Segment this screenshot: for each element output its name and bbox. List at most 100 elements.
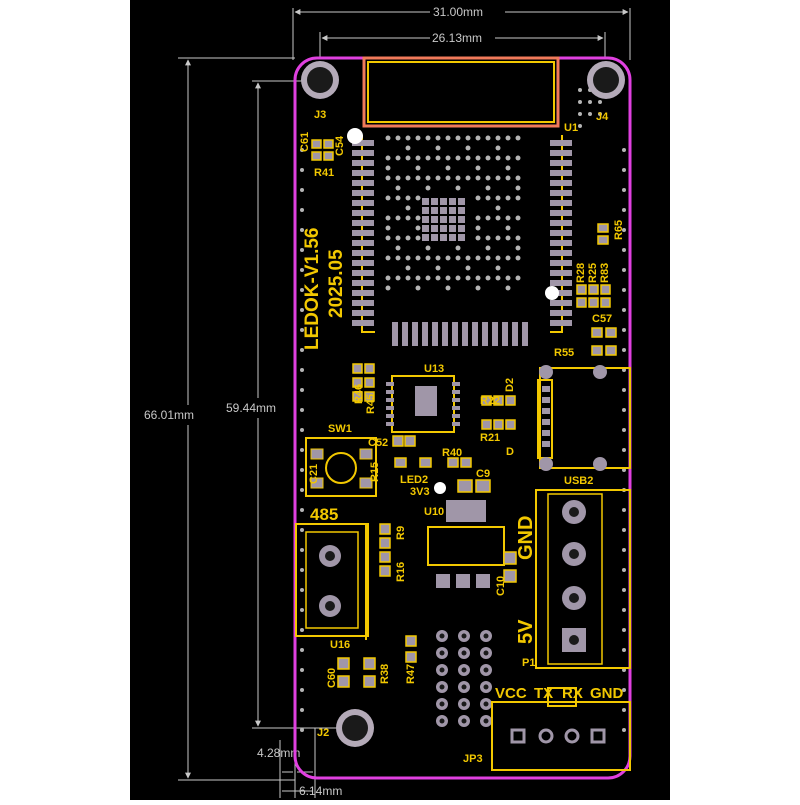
via — [445, 155, 451, 161]
via — [385, 255, 391, 261]
via — [485, 155, 491, 161]
via — [300, 148, 304, 152]
via — [465, 135, 471, 141]
via — [455, 245, 461, 251]
via — [588, 112, 592, 116]
via — [475, 275, 481, 281]
via — [425, 135, 431, 141]
via — [395, 155, 401, 161]
via — [445, 275, 451, 281]
connector-usb2 — [537, 365, 631, 471]
via — [300, 528, 304, 532]
u1-pad — [352, 320, 374, 326]
via — [515, 215, 521, 221]
u1-pad — [422, 322, 428, 346]
via — [622, 308, 626, 312]
via — [475, 195, 481, 201]
via — [578, 124, 582, 128]
via — [445, 165, 451, 171]
board-date: 2025.05 — [326, 249, 347, 318]
label-usb2: USB2 — [564, 475, 593, 487]
via — [475, 135, 481, 141]
u1-pad — [502, 322, 508, 346]
via — [505, 155, 511, 161]
label-c61: C61 — [299, 132, 311, 152]
label-r41: R41 — [314, 167, 334, 179]
u1-pad — [550, 290, 572, 296]
via — [385, 285, 391, 291]
via — [395, 255, 401, 261]
u1-pad — [352, 150, 374, 156]
u1-pad — [550, 260, 572, 266]
header-pin-hole — [439, 701, 445, 707]
u1-pad — [522, 322, 528, 346]
label-485: 485 — [310, 505, 338, 524]
u1-center-pad — [440, 216, 447, 223]
label-r40: R40 — [442, 447, 462, 459]
via — [505, 275, 511, 281]
terminal-p1 — [535, 489, 631, 669]
pcb-drawing: 31.00mm 26.13mm 66.01mm 59.44mm 4.28mm 6… — [144, 5, 632, 798]
via — [515, 255, 521, 261]
via — [465, 255, 471, 261]
via — [395, 275, 401, 281]
via — [622, 728, 626, 732]
via — [415, 285, 421, 291]
label-r16: R16 — [395, 562, 407, 582]
via — [405, 135, 411, 141]
via — [385, 215, 391, 221]
u1-pad — [492, 322, 498, 346]
via — [300, 588, 304, 592]
via — [495, 145, 501, 151]
via — [465, 175, 471, 181]
u1-center-pad — [458, 198, 465, 205]
u1-pad — [352, 200, 374, 206]
via — [495, 235, 501, 241]
u13-pad — [452, 414, 460, 418]
via — [515, 275, 521, 281]
via — [455, 175, 461, 181]
via — [465, 265, 471, 271]
via — [385, 155, 391, 161]
via — [622, 268, 626, 272]
label-jp3: JP3 — [463, 753, 483, 765]
u1-center-pad — [449, 216, 456, 223]
label-3v3: 3V3 — [410, 486, 430, 498]
usb-pad — [542, 408, 550, 414]
via — [415, 155, 421, 161]
via — [435, 265, 441, 271]
u1-pad — [352, 270, 374, 276]
via — [622, 228, 626, 232]
header-pin-hole — [439, 667, 445, 673]
via — [578, 112, 582, 116]
dim-module-width: 26.13mm — [432, 31, 482, 45]
u1-center-pad — [458, 216, 465, 223]
via — [300, 168, 304, 172]
u1-pad — [550, 140, 572, 146]
via — [385, 135, 391, 141]
via — [300, 268, 304, 272]
u1-center-pad — [458, 234, 465, 241]
via — [495, 155, 501, 161]
via — [485, 245, 491, 251]
via — [622, 428, 626, 432]
via — [405, 175, 411, 181]
via — [485, 215, 491, 221]
header-pin-hole — [439, 684, 445, 690]
via — [475, 165, 481, 171]
via — [455, 275, 461, 281]
u1-pad — [550, 190, 572, 196]
via — [622, 508, 626, 512]
u13-pad — [452, 422, 460, 426]
via — [485, 255, 491, 261]
via — [515, 235, 521, 241]
passives-top-left — [311, 139, 334, 161]
u1-pad — [352, 160, 374, 166]
via — [485, 275, 491, 281]
u1-center-pad — [440, 225, 447, 232]
usb-pad — [542, 386, 550, 392]
label-c57: C57 — [592, 313, 612, 325]
u13-pad — [386, 406, 394, 410]
via — [622, 188, 626, 192]
header-pin-hole — [439, 650, 445, 656]
